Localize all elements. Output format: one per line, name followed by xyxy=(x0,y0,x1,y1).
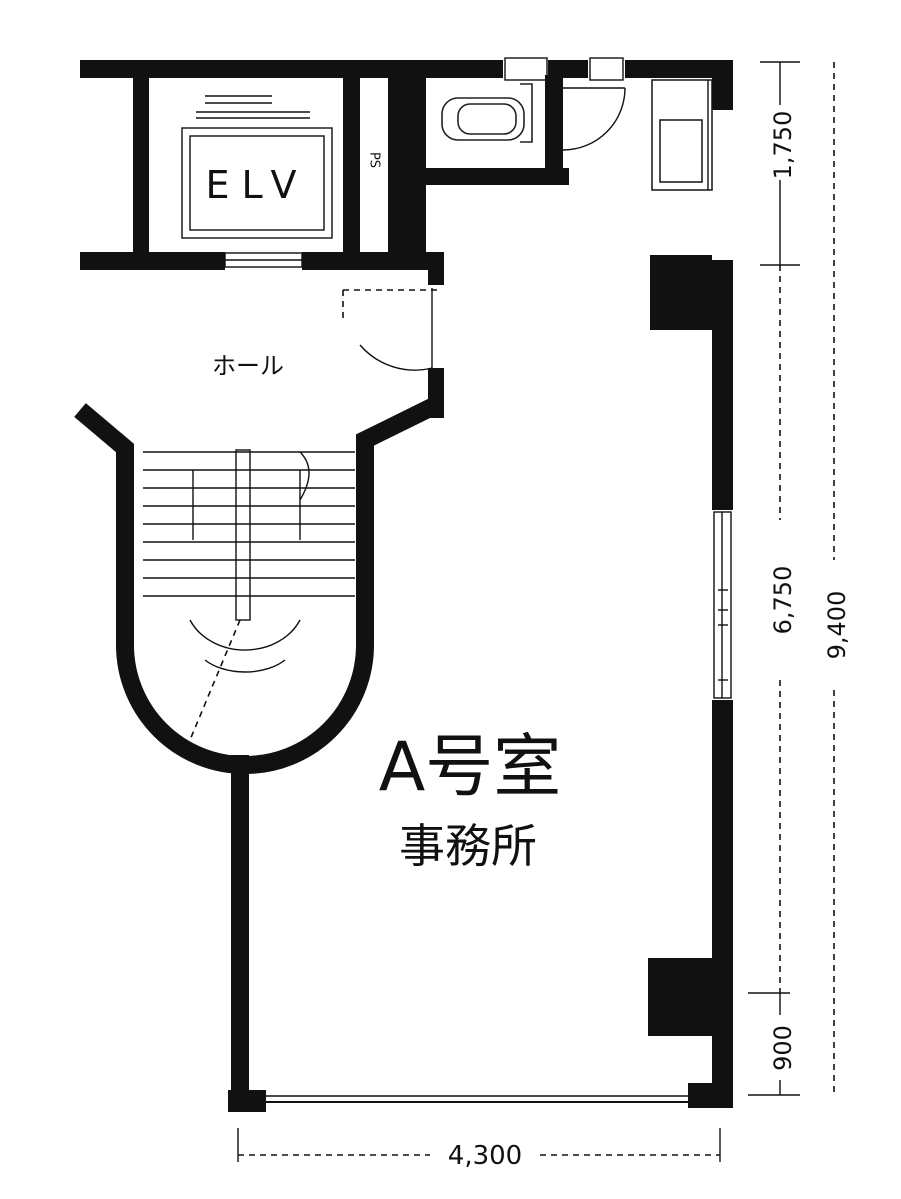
toilet xyxy=(441,83,626,151)
room-name: A号室 xyxy=(379,728,562,807)
dim-900: 900 xyxy=(769,1025,797,1071)
elevator: ELV xyxy=(181,95,333,239)
dim-1750: 1,750 xyxy=(769,111,797,180)
staircase xyxy=(143,449,355,741)
stair-wall xyxy=(74,396,440,1112)
top-openings xyxy=(224,57,624,268)
kitchenette xyxy=(651,79,713,191)
hall-partition: ホール xyxy=(212,260,444,418)
dim-6750: 6,750 xyxy=(769,566,797,635)
pipe-space-label: PS xyxy=(367,152,382,168)
room-label: A号室 事務所 xyxy=(379,728,562,873)
hall-label: ホール xyxy=(212,352,284,380)
core-walls xyxy=(80,60,733,270)
bottom-wall xyxy=(266,1095,688,1103)
dimension-bottom: 4,300 xyxy=(237,1128,721,1171)
dim-9400: 9,400 xyxy=(823,591,851,660)
pipe-space: PS xyxy=(367,152,382,168)
dimension-right: 1,750 6,750 900 9,400 xyxy=(748,61,851,1096)
right-wall xyxy=(648,60,733,1108)
elevator-label: ELV xyxy=(205,163,308,207)
dim-4300: 4,300 xyxy=(448,1141,522,1171)
room-use: 事務所 xyxy=(399,819,537,873)
